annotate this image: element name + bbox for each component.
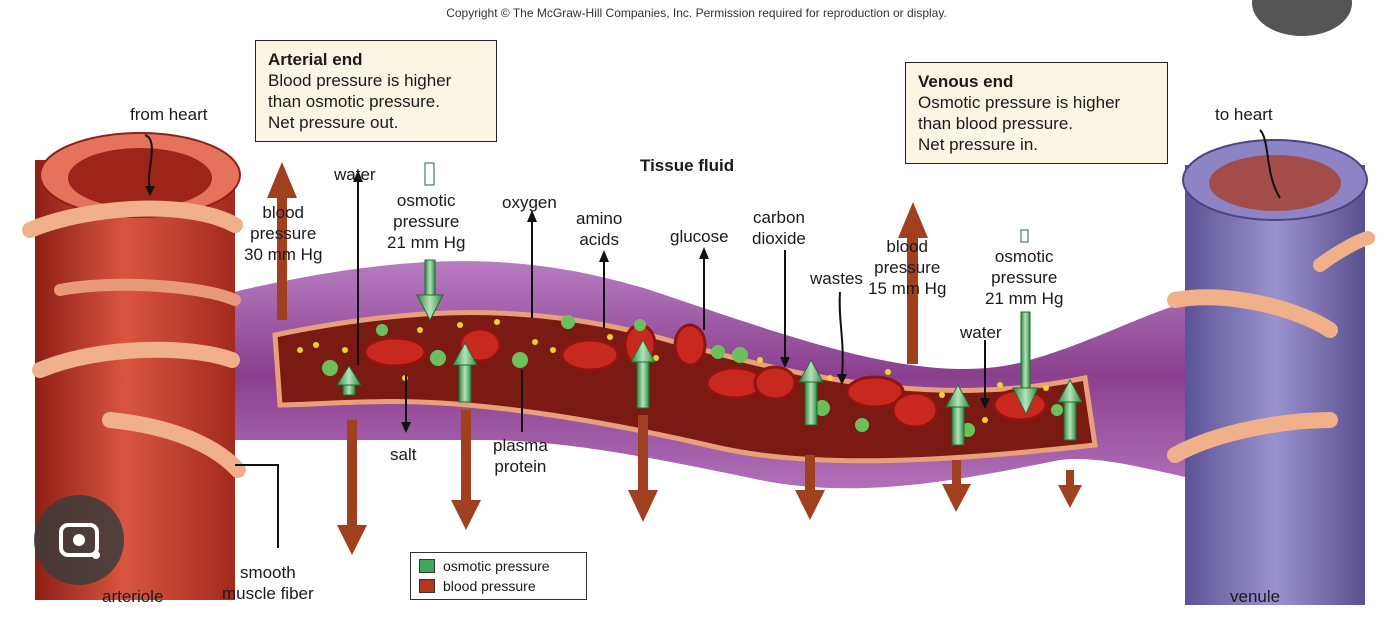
op-left-line: osmotic	[396, 191, 456, 210]
smooth-muscle-line: smooth	[239, 563, 296, 582]
osmotic-pressure-right-label: osmotic pressure 21 mm Hg	[985, 246, 1063, 309]
from-heart-label: from heart	[130, 105, 208, 124]
venule-label: venule	[1230, 587, 1281, 606]
arteriole-label: arteriole	[102, 587, 164, 606]
plasma-protein-line: protein	[494, 457, 547, 476]
carbon-dioxide-label: carbon dioxide	[752, 207, 806, 249]
bp-right-line: pressure	[874, 258, 941, 277]
lens-icon[interactable]	[34, 495, 124, 585]
green-particles	[322, 315, 1063, 437]
venous-end-heading: Venous end	[918, 72, 1014, 91]
blood-pressure-left-label: blood pressure 30 mm Hg	[244, 202, 322, 265]
arterial-end-box: Arterial end Blood pressure is higher th…	[255, 40, 497, 142]
legend-item-osmotic: osmotic pressure	[419, 558, 550, 574]
smooth-muscle-label: smooth muscle fiber	[222, 562, 314, 604]
venous-end-box: Venous end Osmotic pressure is higher th…	[905, 62, 1168, 164]
arteriole-vessel	[22, 132, 246, 600]
to-heart-label: to heart	[1215, 105, 1273, 124]
bp-left-line: blood	[262, 203, 305, 222]
legend: osmotic pressure blood pressure	[410, 552, 587, 600]
op-left-line: pressure	[393, 212, 460, 231]
venous-end-line: Osmotic pressure is higher	[918, 93, 1121, 112]
water-left-label: water	[334, 165, 376, 184]
red-blood-cells	[363, 323, 1048, 429]
op-right-line: osmotic	[994, 247, 1054, 266]
op-right-line: 21 mm Hg	[985, 289, 1064, 308]
amino-acids-label: amino acids	[576, 208, 622, 250]
op-right-line: pressure	[991, 268, 1058, 287]
carbon-dioxide-line: dioxide	[752, 229, 806, 248]
blood-pressure-up-arrows	[267, 162, 928, 364]
legend-label: osmotic pressure	[443, 558, 550, 574]
osmotic-pressure-left-label: osmotic pressure 21 mm Hg	[387, 190, 465, 253]
tissue-fluid-title: Tissue fluid	[640, 156, 735, 175]
arterial-end-heading: Arterial end	[268, 50, 363, 69]
bp-left-line: pressure	[250, 224, 317, 243]
arterial-end-line: Net pressure out.	[268, 113, 399, 132]
bp-left-line: 30 mm Hg	[244, 245, 323, 264]
water-right-label: water	[960, 323, 1002, 342]
smooth-muscle-line: muscle fiber	[222, 584, 314, 603]
black-pointers	[144, 129, 1281, 548]
lens-icon-glyph	[59, 523, 100, 559]
osmotic-arrows	[336, 162, 1083, 446]
blood-pressure-right-label: blood pressure 15 mm Hg	[868, 236, 946, 299]
carbon-dioxide-line: carbon	[752, 208, 805, 227]
oxygen-label: oxygen	[502, 193, 557, 212]
copyright-notice: Copyright © The McGraw-Hill Companies, I…	[446, 6, 947, 20]
glucose-label: glucose	[670, 227, 729, 246]
amino-acids-line: amino	[576, 209, 623, 228]
legend-label: blood pressure	[443, 578, 536, 594]
pointer-heads	[145, 170, 990, 433]
bp-right-line: blood	[886, 237, 929, 256]
venous-end-line: than blood pressure.	[918, 114, 1073, 133]
plasma-protein-label: plasma protein	[493, 435, 548, 477]
bp-right-line: 15 mm Hg	[868, 279, 947, 298]
op-left-line: 21 mm Hg	[387, 233, 466, 252]
blood-pressure-down-arrows	[337, 410, 1082, 555]
legend-swatch-osmotic	[419, 559, 435, 573]
arterial-end-line: Blood pressure is higher	[268, 71, 452, 90]
legend-swatch-blood-pressure	[419, 579, 435, 593]
plasma-protein-line: plasma	[493, 436, 548, 455]
wastes-label: wastes	[810, 269, 863, 288]
venule-vessel	[1167, 139, 1375, 605]
venous-end-line: Net pressure in.	[918, 135, 1038, 154]
salt-label: salt	[390, 445, 417, 464]
amino-acids-line: acids	[579, 230, 619, 249]
arterial-end-line: than osmotic pressure.	[268, 92, 440, 111]
legend-item-blood-pressure: blood pressure	[419, 578, 536, 594]
